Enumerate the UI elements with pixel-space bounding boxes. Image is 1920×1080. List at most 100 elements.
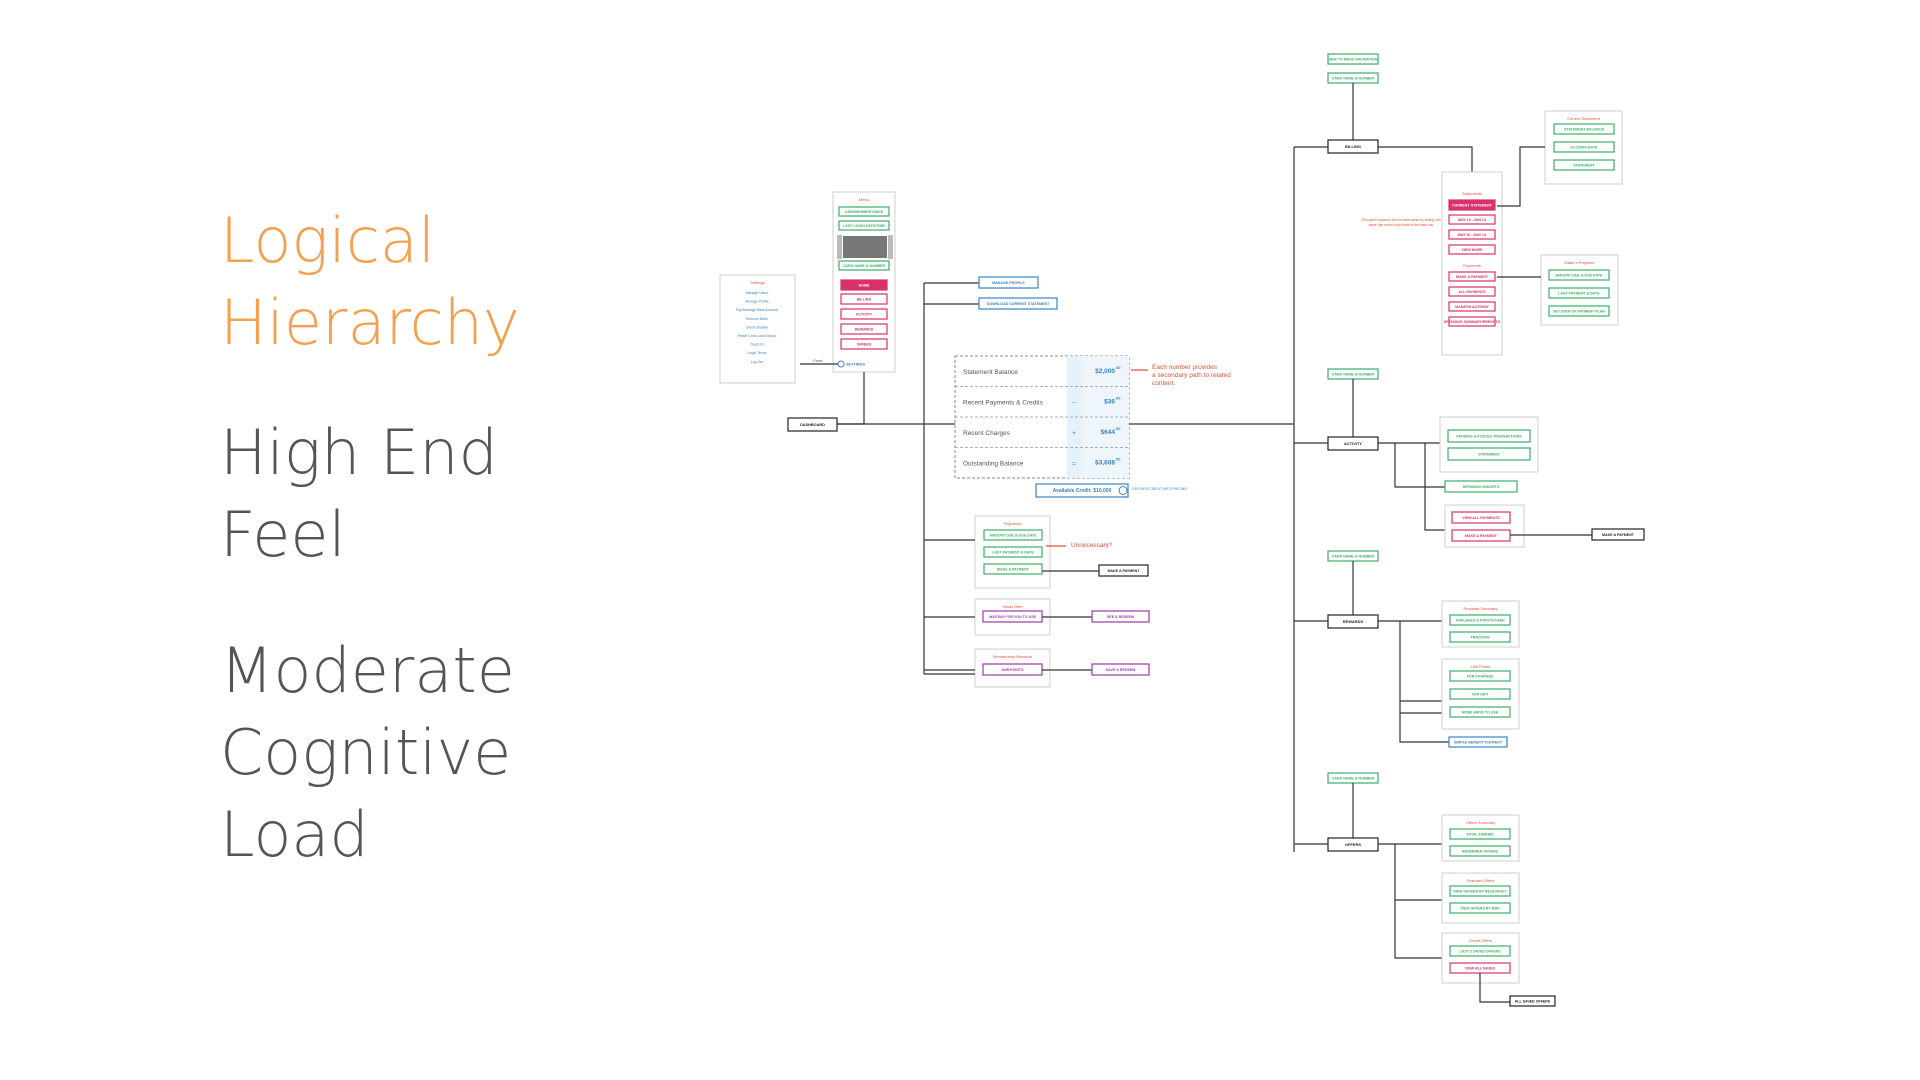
unnecessary-note: Unnecessary? xyxy=(1071,542,1113,549)
featured-offers-panel xyxy=(1441,872,1520,924)
billing-payment-item-2-label: MANAGE AUTOPAY xyxy=(1455,305,1489,309)
rewards-card-name-label: CARD NAME & NUMBER xyxy=(1332,555,1375,559)
saved-offers-panel-title: Saved Offers xyxy=(1469,938,1492,943)
menu-top-0-label: CARDMEMBER SINCE xyxy=(845,210,884,214)
pending-panel xyxy=(1439,416,1539,473)
activity-payment-item-0 xyxy=(1451,511,1511,524)
saved-offer-item-1-label: VIEW ALL SAVED xyxy=(1465,967,1495,971)
settings-item: Check Disable xyxy=(746,325,769,329)
menu-nav-2-label: REWARDS xyxy=(855,328,874,332)
payments-item-1 xyxy=(983,546,1043,558)
balance-row-sign: – xyxy=(1072,400,1076,407)
balance-row-value: $36 xyxy=(1104,399,1115,406)
rewards-branch xyxy=(1399,621,1449,743)
current-item-1-label: CLOSING DATE xyxy=(1571,146,1598,150)
rewards-summary-item-1 xyxy=(1449,631,1511,643)
rewards-summary-item-0 xyxy=(1449,614,1511,626)
statement-item-2 xyxy=(1448,244,1496,255)
settings-item: Touch ID xyxy=(750,343,764,347)
saved-to-target xyxy=(1479,973,1510,1003)
menu-home xyxy=(840,279,888,291)
to-current-panel xyxy=(1497,146,1545,207)
offers-branch xyxy=(1394,844,1442,959)
billing-payment-item-0 xyxy=(1448,271,1496,282)
menu-nav-1 xyxy=(840,308,888,320)
featured-offer-item-1-label: VIEW OFFERS BY MAP xyxy=(1460,907,1500,911)
annotation-line-2: a secondary path to related xyxy=(1152,372,1231,379)
manage-profile-node xyxy=(978,276,1039,289)
offers-node-label: OFFERS xyxy=(1345,842,1362,847)
all-saved-offers-target xyxy=(1509,995,1556,1007)
settings-icon xyxy=(837,360,845,368)
rewards-summary-panel-title: Rewards Summary xyxy=(1463,606,1497,611)
billing-payment-item-3 xyxy=(1448,316,1496,327)
current-item-0 xyxy=(1553,123,1615,135)
current-statement-node-label: CURRENT STATEMENT xyxy=(1452,204,1493,208)
billing-payment-item-2 xyxy=(1448,301,1496,312)
annotation-line-1: Each number provides xyxy=(1152,364,1218,371)
activity-node-label: ACTIVITY xyxy=(1344,441,1363,446)
make-payment-item-2 xyxy=(1548,305,1610,317)
settings-item: Recover Bank xyxy=(746,317,768,321)
activity-to-spending xyxy=(1394,443,1445,488)
activity-card-name-label: CARD NAME & NUMBER xyxy=(1332,373,1375,377)
pending-item-1 xyxy=(1447,447,1531,461)
menu-nav-0-label: BILLING xyxy=(857,298,872,302)
spending-insights-node-label: SPENDING INSIGHTS xyxy=(1463,485,1500,489)
saved-offer-item-0-label: LAST 3 SAVED OFFERS xyxy=(1459,950,1501,954)
activity-to-payments xyxy=(1424,443,1445,531)
menu-top-1 xyxy=(838,220,890,231)
use-points-item-2-label: MORE WAYS TO USE xyxy=(1462,711,1499,715)
make-payment-item-1 xyxy=(1548,287,1610,299)
balance-row-sign: = xyxy=(1072,461,1076,468)
top-card-name-label: CARD NAME & NUMBER xyxy=(1332,77,1375,81)
billing-note-1: This panel replaces the first side panel… xyxy=(1361,218,1440,222)
balance-row-label: Recent Charges xyxy=(963,430,1011,437)
featured-offer-item-0-label: VIEW OFFERS BY RELEVANCY xyxy=(1453,890,1507,894)
balance-row-label: Outstanding Balance xyxy=(963,461,1024,468)
current-item-1 xyxy=(1553,141,1615,153)
balance-row-value: $3,608 xyxy=(1095,460,1115,467)
make-payment-item-0 xyxy=(1548,269,1610,281)
balance-row-label: Recent Payments & Credits xyxy=(963,400,1044,407)
balance-row-label: Statement Balance xyxy=(963,369,1018,376)
smart-offer-target xyxy=(1091,610,1150,623)
balance-row-cents: 00 xyxy=(1116,396,1121,401)
saved-offer-item-0 xyxy=(1449,945,1511,957)
balance-row-value: $2,000 xyxy=(1095,368,1115,375)
skip-nav-node-label: SKIP TO MENU NAVIGATION xyxy=(1329,58,1378,62)
billing-note-2: place; tap menu to go back to the main n… xyxy=(1369,223,1434,227)
spending-insights-node xyxy=(1444,480,1518,493)
smart-offer-item-label: WAITING FOR YOU TO USE xyxy=(989,615,1037,619)
dashboard-node-label: DASHBOARD xyxy=(800,423,825,427)
make-payment-item-0-label: AMOUNT DUE & DUE DATE xyxy=(1555,274,1603,278)
settings-item: Log Out xyxy=(751,360,763,364)
pending-item-1-label: STATEMENT xyxy=(1478,453,1500,457)
settings-item: Legal Terms xyxy=(747,351,766,355)
use-points-item-0-label: FOR CHARGES xyxy=(1467,675,1494,679)
settings-item: Pay/Manage Bank Account xyxy=(736,308,778,312)
credit-note: OR OVER CREDIT INFO PRICING xyxy=(1132,487,1187,491)
all-saved-offers-target-label: ALL SAVED OFFERS xyxy=(1515,1000,1551,1004)
pending-item-0-label: PENDING & POSTED TRANSACTIONS xyxy=(1456,435,1522,439)
balance-row-cents: 00 xyxy=(1116,365,1121,370)
download-statement-node-label: DOWNLOAD CURRENT STATEMENT xyxy=(987,302,1050,306)
make-payment-item-2-label: SET STEP OF PAYMENT PLAN xyxy=(1553,310,1605,314)
menu-to-dashboard xyxy=(837,372,865,425)
settings-item: Reset Card Lock/Unlock xyxy=(738,334,776,338)
membership-target xyxy=(1091,663,1150,676)
statements-title: Statements xyxy=(1462,191,1482,196)
download-statement-node xyxy=(978,297,1058,310)
card-image-left xyxy=(837,235,842,259)
heading-high-end-feel: High End Feel xyxy=(220,416,498,571)
statement-item-0-label: MAY 15 - JUN 14 xyxy=(1458,218,1486,222)
make-payment-target xyxy=(1098,564,1149,577)
balance-row-value: $644 xyxy=(1101,429,1116,436)
settings-item: Manage Profile xyxy=(745,300,769,304)
payments-panel-title: Payments xyxy=(1004,521,1022,526)
billing-payment-item-1 xyxy=(1448,286,1496,297)
menu-panel-title: Menu xyxy=(859,197,869,202)
current-statement-panel-title: Current Statement xyxy=(1567,116,1601,121)
heading-logical-hierarchy: Logical Hierarchy xyxy=(220,204,520,359)
